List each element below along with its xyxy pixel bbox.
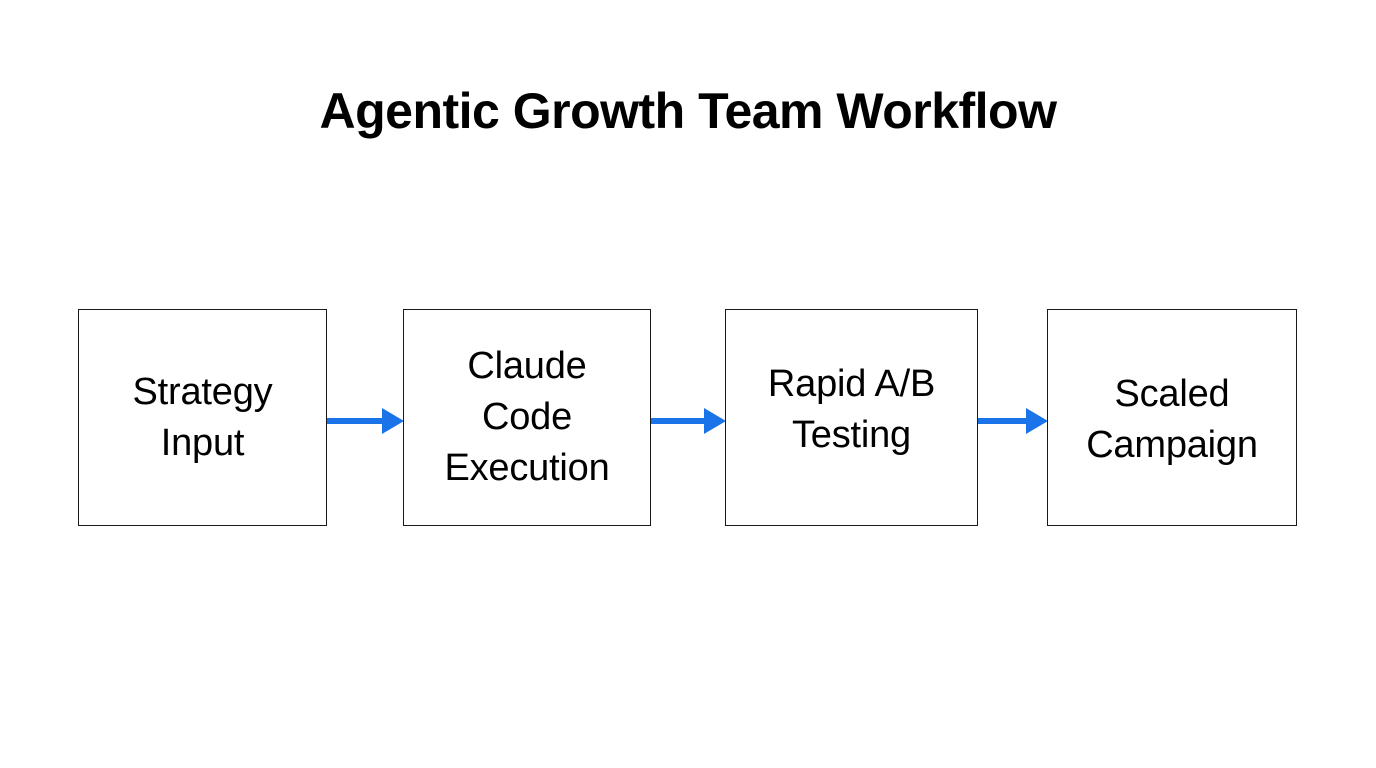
flow-node-rapid-ab-testing[interactable]: Rapid A/B Testing bbox=[725, 309, 978, 526]
arrow-right-icon bbox=[327, 405, 404, 437]
flow-node-claude-code-execution[interactable]: Claude Code Execution bbox=[403, 309, 651, 526]
flow-node-label: Strategy Input bbox=[132, 370, 273, 464]
flow-node-label: Claude Code Execution bbox=[444, 345, 610, 489]
flow-node-label: Scaled Campaign bbox=[1086, 372, 1258, 466]
page-title: Agentic Growth Team Workflow bbox=[319, 83, 1057, 139]
flow-node-label: Rapid A/B Testing bbox=[767, 362, 936, 456]
flow-node-scaled-campaign[interactable]: Scaled Campaign bbox=[1047, 309, 1297, 526]
flow-node-strategy-input[interactable]: Strategy Input bbox=[78, 309, 327, 526]
arrow-right-icon bbox=[978, 405, 1048, 437]
arrow-right-icon bbox=[651, 405, 726, 437]
